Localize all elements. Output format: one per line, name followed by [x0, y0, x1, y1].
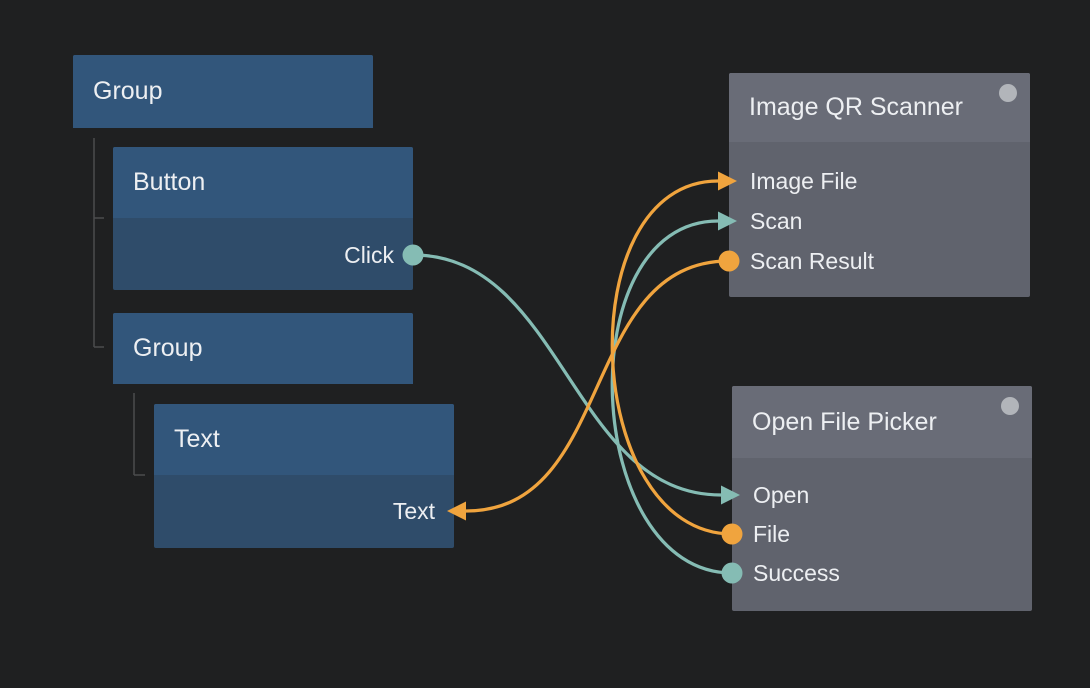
node-text[interactable]: Text Text	[154, 404, 454, 548]
port-success[interactable]: Success	[732, 556, 1032, 590]
port-label: Text	[392, 497, 435, 524]
port-text[interactable]: Text	[154, 494, 454, 528]
input-port-arrow-open[interactable]	[721, 485, 740, 505]
port-label: Image File	[750, 167, 858, 194]
port-scan-result[interactable]: Scan Result	[729, 244, 1030, 278]
port-label: Click	[344, 241, 394, 268]
tree-connector-line	[133, 393, 145, 476]
port-label: Scan	[750, 207, 803, 234]
input-port-arrow-scan[interactable]	[718, 211, 737, 231]
output-port-marker-click[interactable]	[402, 244, 424, 266]
port-label: Success	[753, 559, 840, 586]
node-header: Button	[113, 147, 413, 218]
node-title: Group	[93, 77, 163, 105]
node-title: Text	[174, 425, 220, 453]
input-port-arrow-image-file[interactable]	[718, 171, 737, 191]
node-header: Open File Picker	[732, 386, 1032, 458]
output-port-marker-file[interactable]	[721, 523, 743, 545]
node-open-file-picker[interactable]: Open File Picker Open File Success	[732, 386, 1032, 611]
output-port-marker-scan-result[interactable]	[718, 250, 740, 272]
port-label: Scan Result	[750, 247, 875, 274]
port-file[interactable]: File	[732, 517, 1032, 551]
port-label: Open	[753, 481, 810, 508]
node-header: Group	[113, 313, 413, 384]
node-group-2[interactable]: Group	[113, 313, 413, 384]
wire-qr-scanner.scan-result-to-text-1.text[interactable]	[464, 259, 731, 513]
wire-file-picker.success-to-qr-scanner.scan[interactable]	[610, 219, 734, 575]
node-group-1[interactable]: Group	[73, 55, 373, 128]
port-label: File	[753, 520, 791, 547]
output-port-marker-success[interactable]	[721, 562, 743, 584]
node-title: Open File Picker	[752, 407, 937, 436]
node-corner-dot[interactable]	[999, 84, 1017, 102]
port-scan[interactable]: Scan	[729, 204, 1030, 238]
port-image-file[interactable]: Image File	[729, 164, 1030, 198]
node-corner-dot[interactable]	[1001, 397, 1019, 415]
node-header: Text	[154, 404, 454, 475]
wire-button-1.click-to-file-picker.open[interactable]	[411, 253, 723, 497]
tree-connector-line	[93, 138, 104, 348]
node-title: Group	[133, 334, 203, 362]
node-button[interactable]: Button Click	[113, 147, 413, 290]
node-title: Button	[133, 168, 206, 196]
node-title: Image QR Scanner	[749, 93, 963, 121]
node-header: Image QR Scanner	[729, 73, 1030, 142]
port-click[interactable]: Click	[113, 238, 413, 272]
port-open[interactable]: Open	[732, 478, 1032, 512]
node-image-qr-scanner[interactable]: Image QR Scanner Image File Scan Scan Re…	[729, 73, 1030, 297]
input-port-arrow-text[interactable]	[447, 501, 466, 521]
node-header: Group	[73, 55, 373, 128]
